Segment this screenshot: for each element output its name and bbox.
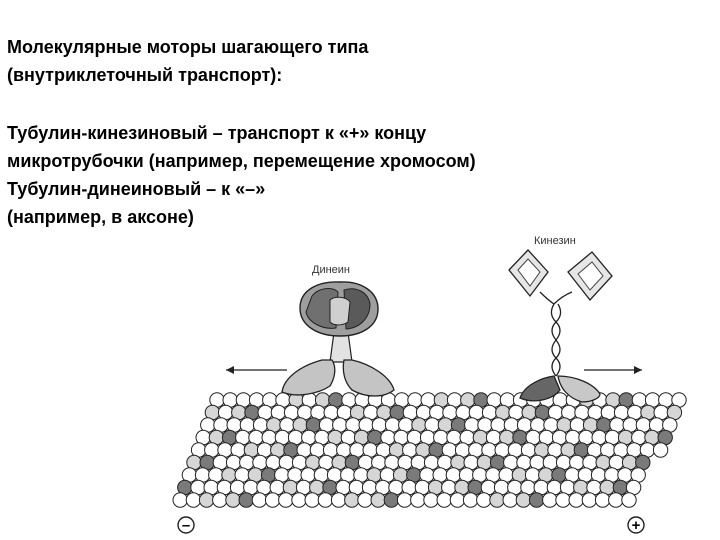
tubulin-subunit: [358, 493, 372, 507]
tubulin-subunit: [265, 493, 279, 507]
tubulin-subunit: [239, 493, 253, 507]
tubulin-subunit: [318, 493, 332, 507]
tubulin-subunit: [622, 493, 636, 507]
tubulin-subunit: [463, 493, 477, 507]
minus-end-label: –: [182, 517, 190, 534]
dynein-foot-left: [282, 360, 335, 395]
tubulin-subunit: [450, 493, 464, 507]
kinesin-stalk-strand-a: [540, 292, 572, 376]
tubulin-subunit: [345, 493, 359, 507]
tubulin-subunit: [292, 493, 306, 507]
tubulin-subunit: [529, 493, 543, 507]
tubulin-subunit: [582, 493, 596, 507]
kinesin-label: Кинезин: [534, 235, 576, 247]
tubulin-subunit: [490, 493, 504, 507]
tubulin-subunit: [331, 493, 345, 507]
tubulin-subunit: [186, 493, 200, 507]
tubulin-subunit: [543, 493, 557, 507]
minus-end-marker: –: [178, 517, 194, 534]
tubulin-subunit: [252, 493, 266, 507]
tubulin-subunit: [199, 493, 213, 507]
tubulin-subunit: [503, 493, 517, 507]
tubulin-subunit: [213, 493, 227, 507]
tubulin-subunit: [653, 443, 667, 457]
dynein-arrowhead: [226, 366, 234, 374]
tubulin-subunit: [595, 493, 609, 507]
dynein-motor: Динеин: [226, 264, 394, 396]
tubulin-subunit: [226, 493, 240, 507]
tubulin-subunit: [516, 493, 530, 507]
tubulin-subunit: [397, 493, 411, 507]
tubulin-subunit: [371, 493, 385, 507]
plus-end-label: +: [632, 517, 641, 534]
tubulin-subunit: [279, 493, 293, 507]
tubulin-subunit: [609, 493, 623, 507]
microtubule: [173, 393, 686, 507]
tubulin-subunit: [305, 493, 319, 507]
tubulin-subunit: [437, 493, 451, 507]
kinesin-arrowhead: [634, 366, 642, 374]
tubulin-subunit: [384, 493, 398, 507]
plus-end-marker: +: [628, 517, 644, 534]
kinesin-motor: Кинезин: [509, 235, 642, 402]
tubulin-subunit: [569, 493, 583, 507]
tubulin-subunit: [411, 493, 425, 507]
tubulin-subunit: [173, 493, 187, 507]
tubulin-subunit: [556, 493, 570, 507]
tubulin-subunit: [424, 493, 438, 507]
dynein-label: Динеин: [312, 264, 350, 276]
dynein-foot-right: [343, 360, 394, 396]
tubulin-subunit: [477, 493, 491, 507]
dynein-head-core: [330, 297, 350, 325]
